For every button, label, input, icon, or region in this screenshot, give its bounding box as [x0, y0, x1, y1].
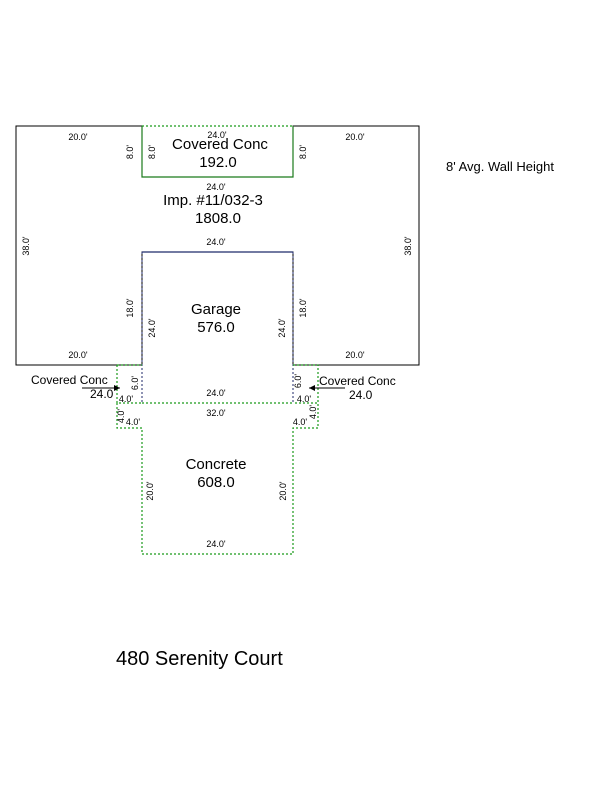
concrete-name: Concrete [186, 456, 247, 473]
dim-top-right: 20.0' [345, 132, 365, 142]
covered-conc-top-area: 192.0 [199, 154, 237, 171]
dim-step-left-h: 4.0' [116, 409, 126, 424]
dim-conc-right: 20.0' [278, 481, 288, 501]
dim-garage-bottom: 24.0' [206, 388, 226, 398]
covered-conc-left-name: Covered Conc [31, 373, 108, 387]
dim-garage-right-inner: 24.0' [277, 318, 287, 338]
dim-step-right-w: 4.0' [293, 417, 308, 427]
garage-sides [141, 252, 294, 403]
garage-area: 576.0 [197, 319, 235, 336]
dim-garage-left-outer: 18.0' [125, 298, 135, 318]
main-area: 1808.0 [195, 210, 241, 227]
dim-ccl-height: 6.0' [130, 376, 140, 391]
covered-conc-left-area: 24.0 [90, 387, 114, 401]
dim-top-left: 20.0' [68, 132, 88, 142]
wall-height-note: 8' Avg. Wall Height [446, 159, 554, 174]
address-label: 480 Serenity Court [116, 648, 283, 670]
dim-conc-bottom: 24.0' [206, 539, 226, 549]
dim-bottom-left: 20.0' [68, 350, 88, 360]
arrow-left-covered [82, 385, 120, 391]
main-name: Imp. #11/032-3 [163, 192, 263, 209]
dim-garage-top: 24.0' [206, 237, 226, 247]
dim-cc-bottom: 24.0' [206, 182, 226, 192]
dim-step-left-w: 4.0' [126, 417, 141, 427]
arrow-right-covered [309, 385, 345, 391]
covered-conc-right-name: Covered Conc [319, 374, 396, 388]
dim-garage-right-outer: 18.0' [298, 298, 308, 318]
concrete-outline [116, 403, 319, 555]
dim-cc-left-in: 8.0' [147, 145, 157, 160]
dim-right-side: 38.0' [403, 236, 413, 256]
covered-conc-right-outline [293, 364, 319, 404]
dim-cc-left: 8.0' [125, 145, 135, 160]
covered-conc-right-area: 24.0 [349, 388, 373, 402]
dim-ccl-bottom: 4.0' [119, 394, 134, 404]
concrete-area: 608.0 [197, 474, 235, 491]
dim-left-side: 38.0' [21, 236, 31, 256]
dim-ccr-height: 6.0' [293, 374, 303, 389]
dim-conc-left: 20.0' [145, 481, 155, 501]
dim-top-mid: 24.0' [207, 130, 227, 140]
dim-step-right-h: 4.0' [308, 405, 318, 420]
dim-garage-left-inner: 24.0' [147, 318, 157, 338]
covered-conc-top-name: Covered Conc [172, 136, 268, 153]
covered-conc-top-outline [141, 126, 294, 178]
dim-ccr-bottom: 4.0' [297, 394, 312, 404]
garage-name: Garage [191, 301, 241, 318]
dim-bottom-right: 20.0' [345, 350, 365, 360]
dim-cc-right: 8.0' [298, 145, 308, 160]
dim-conc-top: 32.0' [206, 408, 226, 418]
